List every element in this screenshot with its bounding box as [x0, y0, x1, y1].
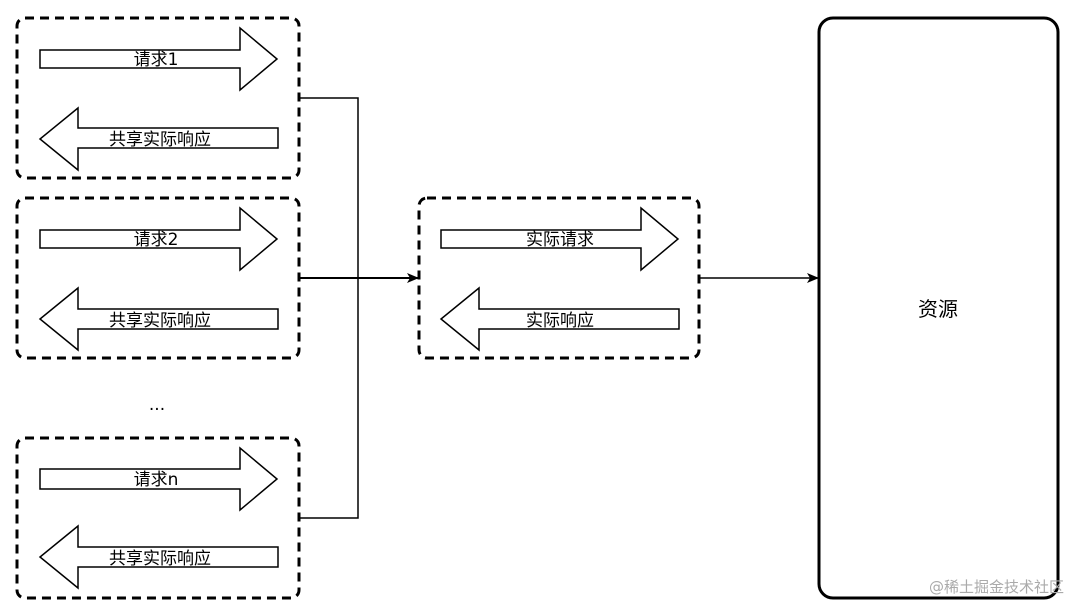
merge-connectors	[299, 97, 419, 519]
response-arrow-n	[38, 524, 279, 590]
request-label-1: 请求1	[134, 50, 179, 70]
request-label-n: 请求n	[134, 470, 179, 490]
request-label-2: 请求2	[134, 230, 179, 250]
response-label-1: 共享实际响应	[109, 130, 211, 150]
watermark: @稀土掘金技术社区	[929, 578, 1064, 596]
request-arrow-1	[39, 26, 279, 92]
request-arrow-2	[39, 206, 279, 272]
ellipsis: ...	[149, 395, 165, 415]
resource-box	[817, 16, 1060, 600]
response-label-n: 共享实际响应	[109, 549, 211, 569]
actual-request-arrow	[440, 206, 680, 272]
client-group-n: 请求n 共享实际响应	[15, 436, 301, 600]
actual-response-arrow	[439, 286, 680, 352]
request-arrow-n	[39, 446, 279, 512]
response-arrow-2	[38, 286, 279, 352]
merged-group: 实际请求 实际响应	[417, 196, 701, 360]
client-group-2: 请求2 共享实际响应	[15, 196, 301, 360]
resource-label: 资源	[918, 297, 958, 321]
response-label-2: 共享实际响应	[109, 311, 211, 331]
connector-bracket	[299, 97, 359, 519]
actual-response-label: 实际响应	[526, 311, 594, 331]
response-arrow-1	[38, 106, 279, 172]
actual-request-label: 实际请求	[526, 230, 594, 250]
client-group-1: 请求1 共享实际响应	[15, 16, 301, 180]
resource: 资源	[817, 16, 1060, 600]
